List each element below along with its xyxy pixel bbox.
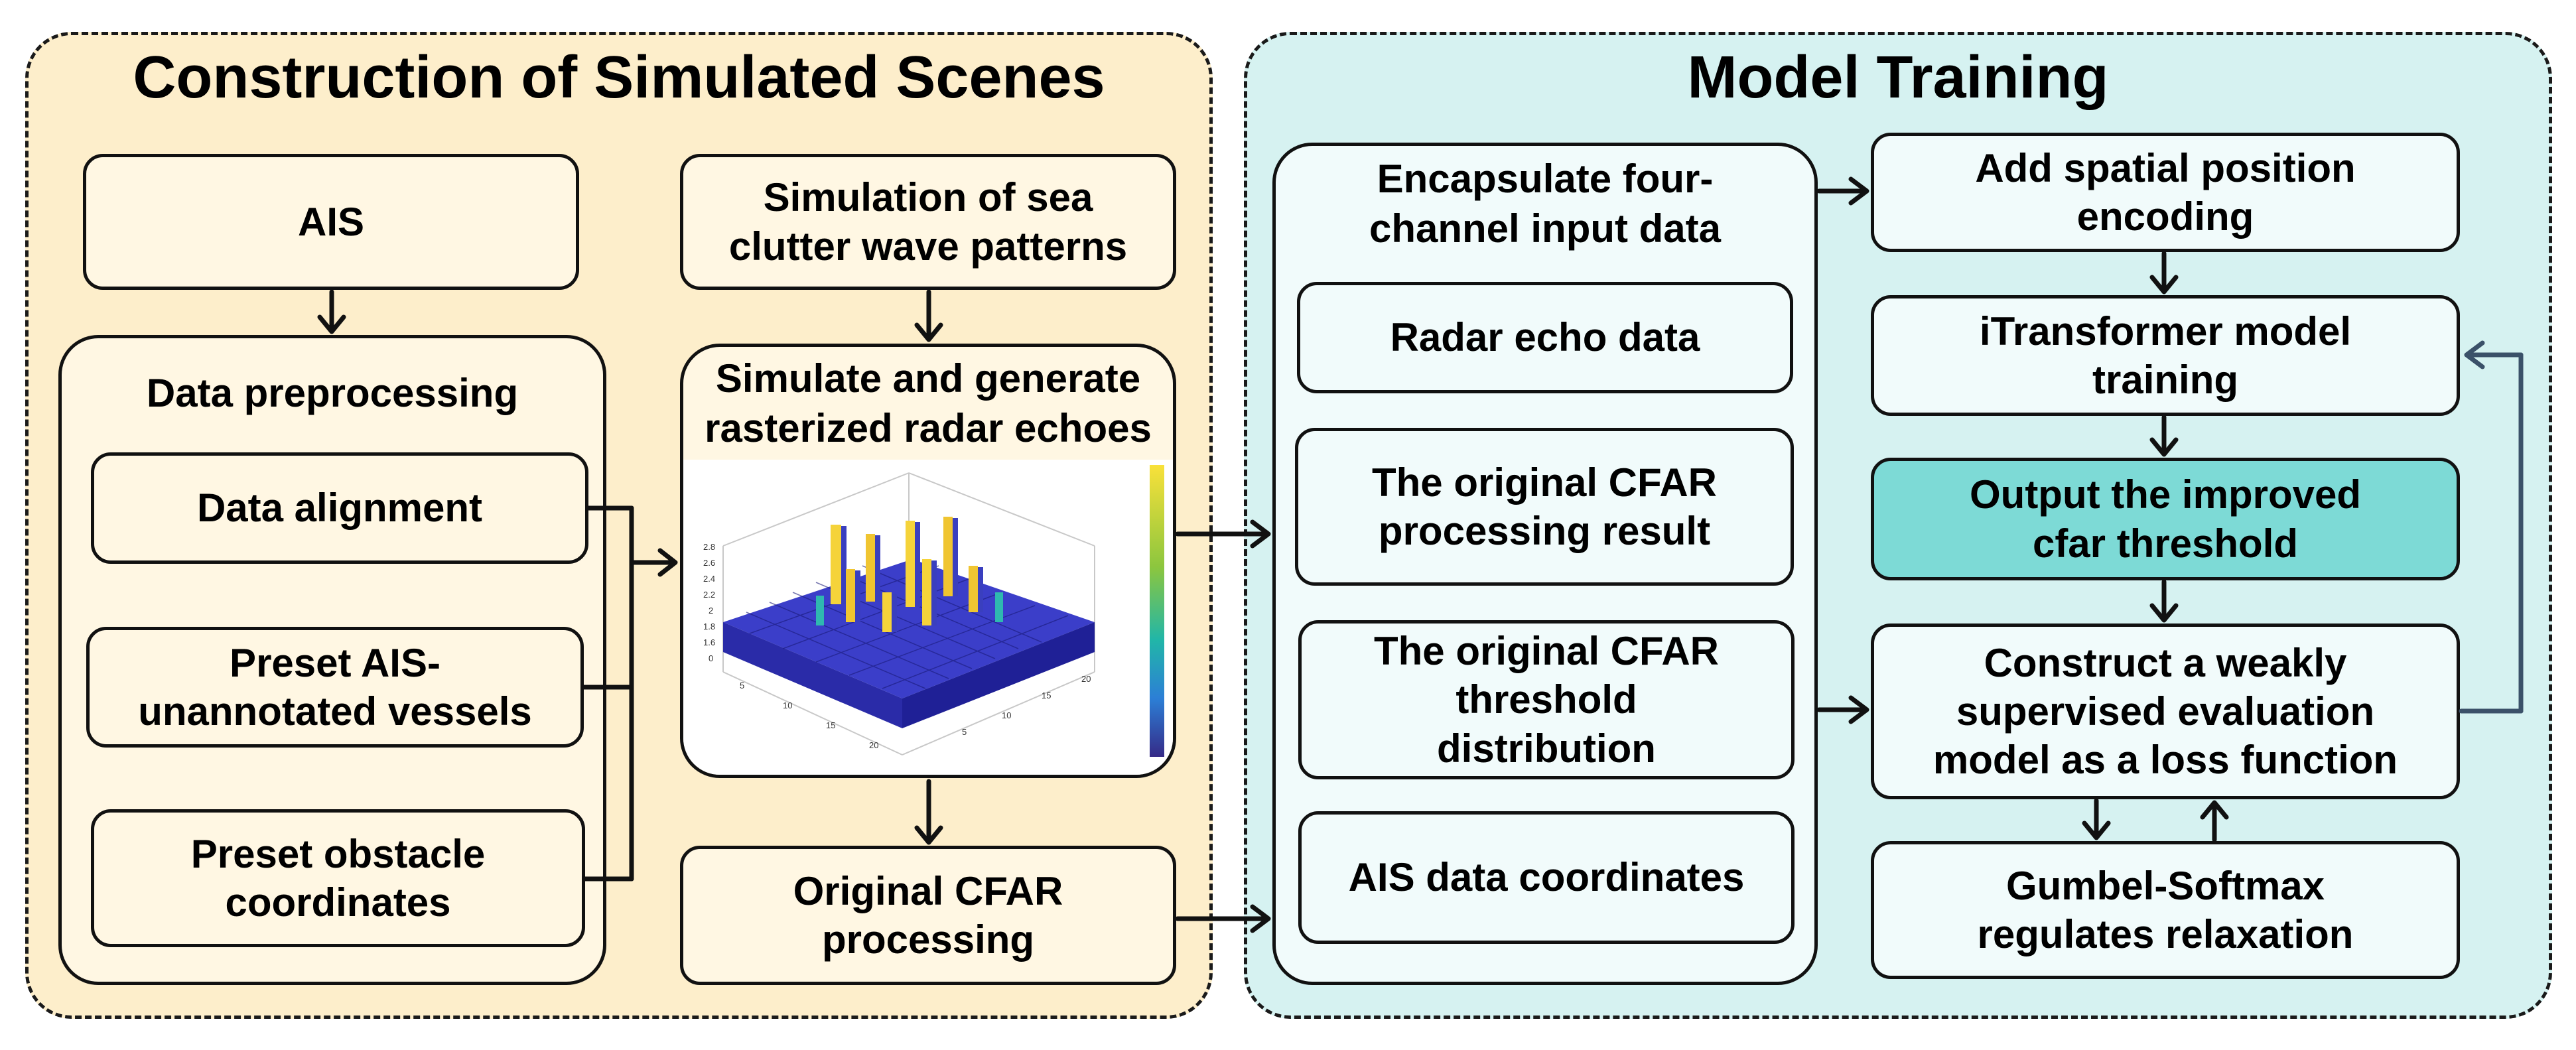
arrow-itransformer-to-output	[2149, 415, 2179, 457]
simulated-scenes-title: Construction of Simulated Scenes	[133, 44, 1105, 111]
y-tick-label: 10	[1002, 710, 1011, 720]
cfar-result-label: The original CFAR processing result	[1371, 460, 1718, 553]
ais-data-coordinates-box: AIS data coordinates	[1298, 811, 1795, 944]
obstacle-coordinates-label: Preset obstacle coordinates	[190, 831, 486, 925]
arrow-preprocessing-to-simulate	[581, 505, 678, 882]
radar-echo-simulation-container: Simulate and generate rasterized radar e…	[680, 344, 1176, 778]
improved-threshold-output-box: Output the improved cfar threshold	[1871, 458, 2460, 580]
unannotated-vessels-label: Preset AIS- unannotated vessels	[138, 640, 532, 734]
itransformer-training-box: iTransformer model training	[1871, 295, 2460, 416]
original-cfar-processing-box: Original CFAR processing	[680, 846, 1176, 985]
radar-echo-data-label: Radar echo data	[1390, 315, 1700, 360]
data-preprocessing-title: Data preprocessing	[146, 371, 519, 415]
z-tick-label: 2	[709, 606, 713, 616]
arrow-sea-clutter-to-simulate	[914, 289, 943, 342]
obstacle-coordinates-box: Preset obstacle coordinates	[91, 809, 585, 947]
data-alignment-box: Data alignment	[91, 452, 588, 564]
ais-label: AIS	[297, 199, 365, 244]
z-tick-label: 2.8	[703, 542, 715, 552]
arrow-encapsulate-to-position-encoding	[1816, 176, 1869, 206]
encapsulate-title: Encapsulate four- channel input data	[1369, 157, 1722, 251]
cfar-result-box: The original CFAR processing result	[1295, 428, 1794, 586]
x-tick-label: 5	[740, 681, 744, 690]
arrow-ais-to-preprocessing	[317, 289, 346, 334]
data-alignment-label: Data alignment	[196, 486, 483, 531]
y-tick-label: 5	[962, 727, 967, 737]
weakly-supervised-loss-label: Construct a weakly supervised evaluation…	[1932, 640, 2398, 783]
3d-bar-chart-icon: 2.8 2.6 2.4 2.2 2 1.8 1.6 0 5 10 15 20 5…	[703, 465, 1164, 757]
colorbar	[1150, 465, 1164, 757]
z-tick-label: 1.8	[703, 622, 715, 631]
improved-threshold-output-label: Output the improved cfar threshold	[1970, 472, 2361, 566]
arrow-gumbel-to-loss	[2200, 800, 2229, 842]
gumbel-softmax-box: Gumbel-Softmax regulates relaxation	[1871, 841, 2460, 979]
z-tick-label: 2.4	[703, 574, 715, 584]
weakly-supervised-loss-box: Construct a weakly supervised evaluation…	[1871, 623, 2460, 799]
x-tick-label: 15	[826, 720, 835, 730]
x-tick-label: 20	[869, 740, 878, 750]
arrow-loss-to-gumbel	[2082, 798, 2111, 840]
original-cfar-processing-label: Original CFAR processing	[793, 868, 1063, 962]
arrow-position-to-itransformer	[2149, 251, 2179, 295]
sea-clutter-box: Simulation of sea clutter wave patterns	[680, 154, 1176, 290]
z-tick-label: 0	[709, 653, 713, 663]
z-tick-label: 1.6	[703, 637, 715, 647]
arrow-simulate-to-cfar	[914, 779, 943, 845]
arrow-cfar-to-encapsulate	[1175, 904, 1271, 933]
itransformer-training-label: iTransformer model training	[1979, 308, 2352, 402]
arrow-output-to-loss	[2149, 579, 2179, 623]
radar-echo-data-box: Radar echo data	[1297, 282, 1793, 393]
cfar-threshold-label: The original CFAR threshold distribution	[1373, 629, 1720, 771]
y-tick-label: 20	[1081, 674, 1091, 684]
model-training-title: Model Training	[1687, 44, 2109, 111]
position-encoding-box: Add spatial position encoding	[1871, 133, 2460, 252]
sea-clutter-label: Simulation of sea clutter wave patterns	[728, 175, 1128, 269]
arrow-simulate-to-encapsulate	[1175, 519, 1271, 549]
cfar-threshold-box: The original CFAR threshold distribution	[1298, 620, 1795, 779]
unannotated-vessels-box: Preset AIS- unannotated vessels	[86, 627, 584, 748]
radar-echo-simulation-title: Simulate and generate rasterized radar e…	[705, 356, 1152, 450]
ais-box: AIS	[83, 154, 579, 290]
feedback-loop-arrow	[2459, 340, 2524, 714]
x-tick-label: 10	[783, 700, 792, 710]
z-tick-label: 2.6	[703, 558, 715, 568]
radar-echo-thumbnail: 2.8 2.6 2.4 2.2 2 1.8 1.6 0 5 10 15 20 5…	[683, 460, 1173, 775]
arrow-threshold-to-loss	[1816, 695, 1869, 724]
position-encoding-label: Add spatial position encoding	[1975, 145, 2356, 239]
gumbel-softmax-label: Gumbel-Softmax regulates relaxation	[1977, 863, 2354, 956]
y-tick-label: 15	[1042, 690, 1051, 700]
ais-data-coordinates-label: AIS data coordinates	[1348, 855, 1745, 900]
z-tick-label: 2.2	[703, 590, 715, 600]
